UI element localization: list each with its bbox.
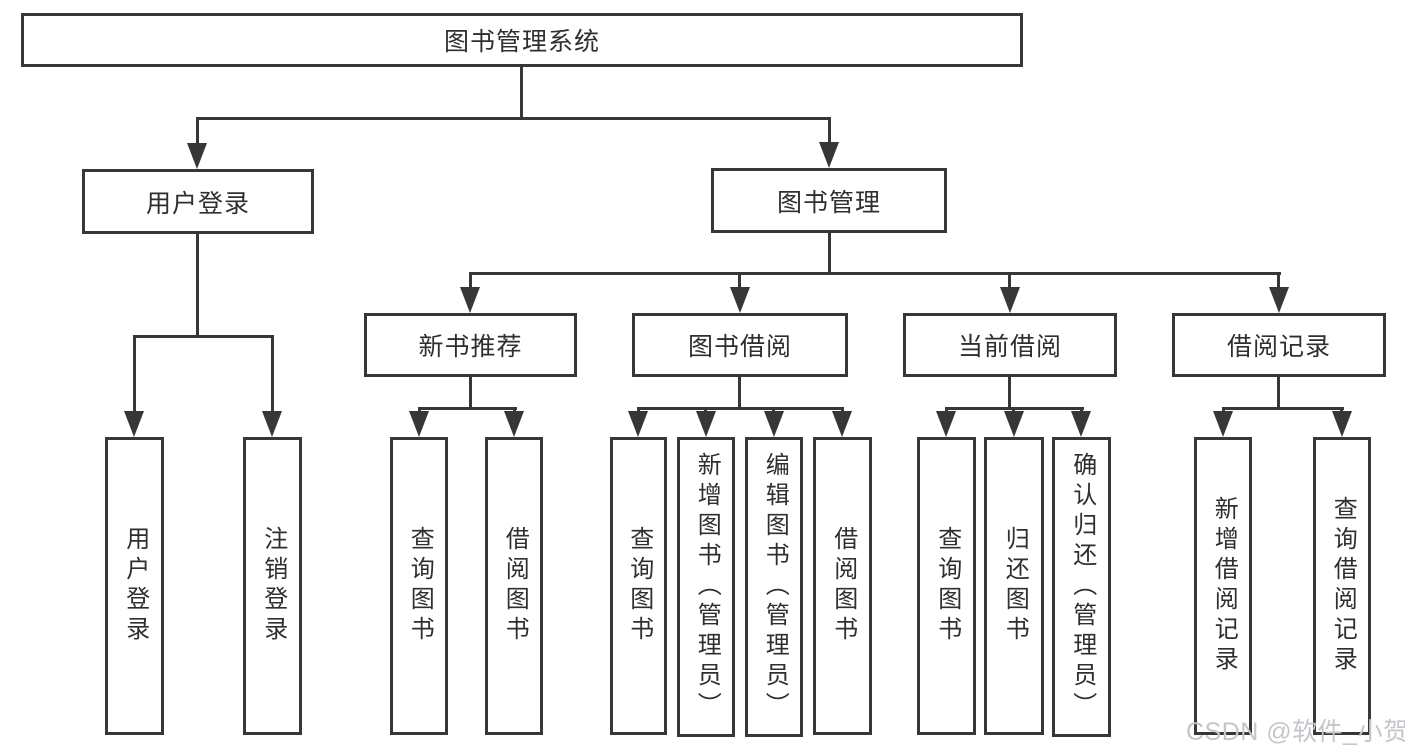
edge-into-book-borrowing-stem [738,272,741,292]
arrow-into-leaf-add-record [1213,411,1233,437]
arrow-into-borrowing-records [1269,287,1289,313]
node-label: 图书借阅 [687,333,792,361]
node-leaf-borrow-books-2: 借阅图书 [813,437,872,735]
edge-borrowing-records-stem [1277,376,1280,409]
node-label: 查询图书 [933,526,961,646]
node-label: 编辑图书（管理员） [761,452,789,722]
node-label: 归还图书 [1001,526,1029,646]
node-leaf-query-books-2: 查询图书 [610,437,667,735]
node-leaf-confirm-return-admin: 确认归还（管理员） [1052,437,1111,737]
arrow-into-current-borrowing [1000,287,1020,313]
node-label: 用户登录 [121,526,149,646]
node-leaf-query-books-1: 查询图书 [390,437,448,735]
arrow-into-book-management [819,142,839,168]
node-current-borrowing: 当前借阅 [903,313,1117,377]
arrow-into-leaf-logout [262,411,282,437]
edge-borrowing-records-branch [1222,407,1344,410]
node-label: 新增图书（管理员） [693,452,721,722]
node-label: 新增借阅记录 [1210,496,1238,676]
node-label: 借阅图书 [501,526,529,646]
watermark-text: CSDN @软件_小贺同学 [1186,718,1405,746]
node-label: 查询借阅记录 [1329,496,1357,676]
arrow-into-leaf-user-login [124,411,144,437]
node-leaf-query-borrow-record: 查询借阅记录 [1313,437,1371,735]
arrow-into-leaf-query-books-3 [936,411,956,437]
edge-into-book-management-stem [828,117,831,147]
arrow-into-leaf-query-books-1 [409,411,429,437]
node-leaf-borrow-books-1: 借阅图书 [485,437,543,735]
edge-new-book-branch [418,407,517,410]
node-book-management-system: 图书管理系统 [21,13,1023,67]
edge-book-borrowing-branch [637,407,844,410]
node-user-login: 用户登录 [82,169,314,234]
edge-book-borrowing-stem [738,376,741,409]
node-borrowing-records: 借阅记录 [1172,313,1386,377]
node-leaf-query-books-3: 查询图书 [917,437,976,735]
arrow-into-leaf-query-record [1332,411,1352,437]
node-label: 确认归还（管理员） [1068,452,1096,722]
edge-into-leaf-logout-stem [271,335,274,415]
arrow-into-leaf-query-books-2 [628,411,648,437]
node-leaf-edit-book-admin: 编辑图书（管理员） [745,437,803,737]
node-book-management: 图书管理 [711,168,947,233]
arrow-into-leaf-edit-book [764,411,784,437]
node-label: 注销登录 [259,526,287,646]
node-label: 借阅图书 [829,526,857,646]
node-new-book-recommend: 新书推荐 [364,313,577,377]
arrow-into-leaf-return-books [1004,411,1024,437]
arrow-into-leaf-confirm-return [1071,411,1091,437]
edge-root-branch [196,117,831,120]
node-label: 新书推荐 [418,333,523,361]
edge-new-book-stem [469,376,472,409]
node-book-borrowing: 图书借阅 [632,313,848,377]
arrow-into-leaf-borrow-books-1 [504,411,524,437]
node-label: 查询图书 [625,526,653,646]
node-label: 当前借阅 [957,333,1062,361]
node-leaf-logout: 注销登录 [243,437,302,735]
arrow-into-new-book-recommend [460,287,480,313]
edge-into-user-login-stem [196,117,199,147]
node-label: 图书管理 [776,188,881,217]
edge-book-management-branch [469,272,1281,275]
edge-user-login-stem [196,233,199,337]
arrow-into-leaf-add-book [696,411,716,437]
edge-into-leaf-user-login-stem [133,335,136,415]
arrow-into-user-login [187,143,207,169]
node-label: 图书管理系统 [443,28,600,56]
arrow-into-leaf-borrow-books-2 [832,411,852,437]
edge-root-stem [520,65,523,119]
node-leaf-user-login: 用户登录 [105,437,164,735]
edge-book-management-stem [828,232,831,274]
edge-into-borrowing-records-stem [1277,272,1280,292]
edge-into-current-borrowing-stem [1008,272,1011,292]
node-label: 查询图书 [406,526,434,646]
node-label: 借阅记录 [1226,333,1331,361]
node-leaf-return-books: 归还图书 [984,437,1044,735]
edge-current-borrowing-stem [1008,376,1011,409]
node-leaf-add-borrow-record: 新增借阅记录 [1194,437,1252,735]
node-label: 用户登录 [145,189,250,218]
node-leaf-add-book-admin: 新增图书（管理员） [677,437,735,737]
arrow-into-book-borrowing [730,287,750,313]
edge-user-login-branch [133,335,274,338]
edge-into-new-book-stem [469,272,472,292]
